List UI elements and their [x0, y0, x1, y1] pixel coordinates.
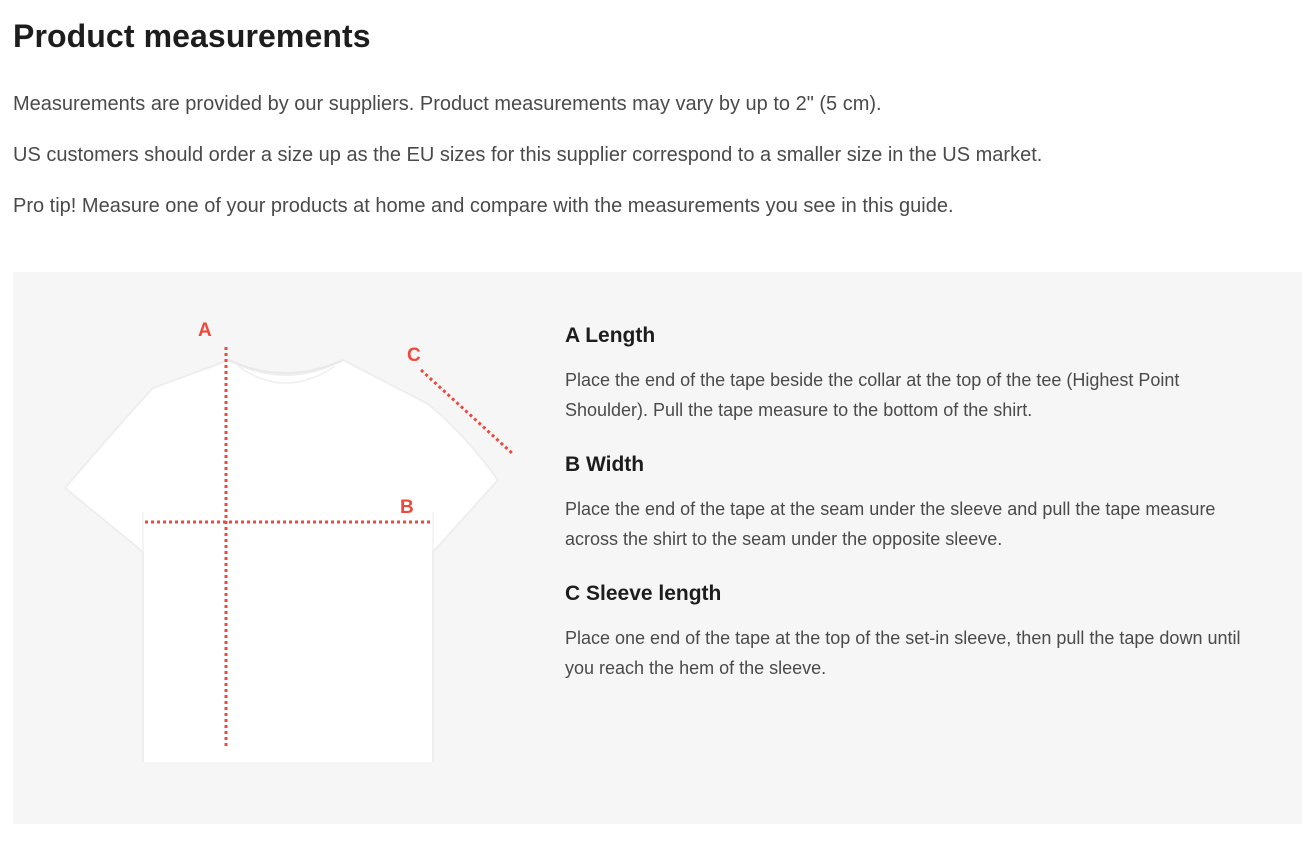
measurement-title: B Width: [565, 453, 645, 476]
label-a: A: [198, 320, 212, 341]
tshirt-measurement-diagram: A B C: [63, 320, 515, 762]
intro-text-pro-tip: Pro tip! Measure one of your products at…: [13, 195, 954, 217]
measurement-description: Place one end of the tape at the top of …: [565, 628, 1241, 678]
intro-text-suppliers: Measurements are provided by our supplie…: [13, 93, 882, 115]
measurement-item-length: A Length Place the end of the tape besid…: [565, 324, 1265, 425]
measurement-details: A Length Place the end of the tape besid…: [565, 324, 1265, 678]
measurement-title: A Length: [565, 324, 656, 347]
measurement-title: C Sleeve length: [565, 582, 722, 605]
measurement-item-sleeve: C Sleeve length Place one end of the tap…: [565, 582, 1265, 683]
measurement-item-width: B Width Place the end of the tape at the…: [565, 453, 1265, 554]
sleeve-measure-line: [419, 368, 515, 456]
label-b: B: [400, 497, 414, 518]
tshirt-icon: [63, 358, 500, 762]
intro-text-us-sizing: US customers should order a size up as t…: [13, 144, 1043, 166]
measurement-description: Place the end of the tape beside the col…: [565, 370, 1180, 420]
measurement-guide-panel: A B C A Length Place the end of the tape…: [13, 272, 1302, 824]
label-c: C: [407, 345, 421, 366]
page-title: Product measurements: [13, 18, 371, 54]
measurement-description: Place the end of the tape at the seam un…: [565, 499, 1216, 549]
